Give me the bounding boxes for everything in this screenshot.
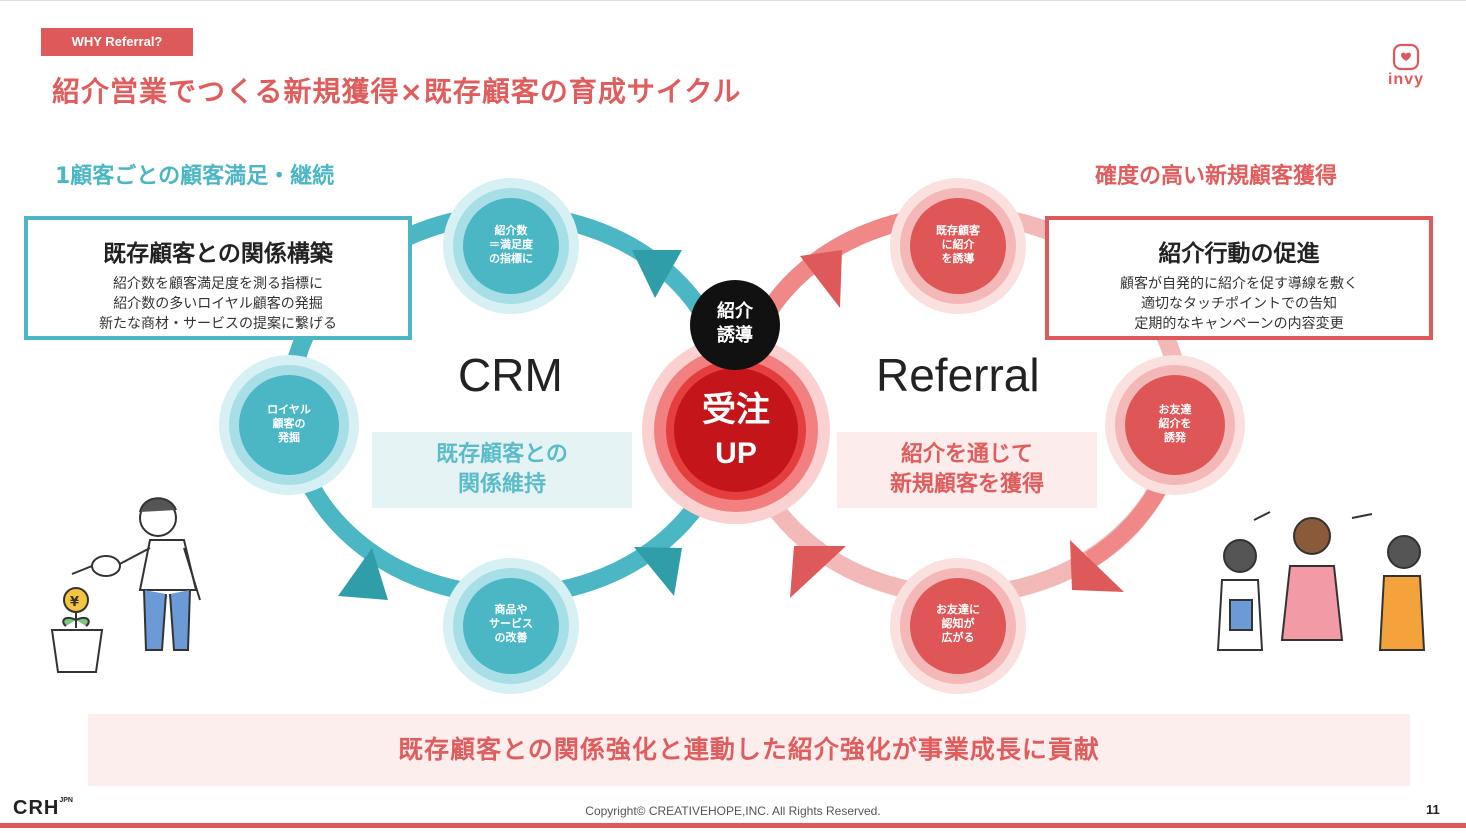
existing-relationship-box: 既存顧客との関係構築 紹介数を顧客満足度を測る指標に 紹介数の多いロイヤル顧客の… [24,216,412,340]
referral-node-top-label: 既存顧客に紹介を誘導 [936,224,980,265]
referral-node-right-label: お友達紹介を誘発 [1158,403,1192,444]
referral-arrow-bottom [790,546,846,598]
top-divider [0,0,1466,1]
crm-label: CRM [458,349,563,401]
yen-icon: ¥ [70,595,79,610]
slide-title: 紹介営業でつくる新規獲得×既存顧客の育成サイクル [52,75,742,108]
crm-node-top [443,178,579,314]
box-line: 適切なタッチポイントでの告知 [1141,296,1337,312]
order-up-label: 受注 UP [702,390,770,470]
summary-banner: 既存顧客との関係強化と連動した紹介強化が事業成長に貢献 [88,714,1410,786]
referral-goal-tile: 紹介を通じて新規顧客を獲得 [837,432,1097,508]
referral-subtitle: 確度の高い新規顧客獲得 [1095,164,1338,189]
box-line: 紹介数を顧客満足度を測る指標に [113,276,323,292]
crm-arrow-bottom-left [338,548,388,600]
page-number: 11 [1426,802,1440,817]
invy-logo [1382,42,1430,94]
box-line: 顧客が自発的に紹介を促す導線を敷く [1120,276,1358,292]
people-talking-illustration [1216,511,1426,651]
crm-goal-tile: 既存顧客との関係維持 [372,432,632,508]
referral-node-top [890,178,1026,314]
crm-node-left [219,355,359,495]
referral-promotion-title: 紹介行動の促進 [1158,241,1320,267]
crm-node-left-label: ロイヤル顧客の発掘 [267,403,311,444]
referral-arrow-right [1070,540,1124,592]
referral-label: Referral [876,349,1040,401]
box-line: 新たな商材・サービスの提案に繋げる [99,316,337,332]
referral-node-bottom-label: お友達に認知が広がる [936,603,980,644]
box-line: 紹介数の多いロイヤル顧客の発掘 [113,296,323,312]
center-order-up-circle [642,336,830,524]
crm-node-bottom [443,558,579,694]
crm-arrow-bottom-right [634,547,682,596]
crm-node-top-label: 紹介数＝満足度の指標に [489,224,533,265]
person-watering-illustration [50,497,201,673]
referral-arrow-top [800,250,842,308]
crh-logo: CRHJPN [13,797,73,819]
referral-node-bottom [890,558,1026,694]
referral-induction-badge: 紹介誘導 [690,280,780,370]
crm-node-bottom-label: 商品やサービスの改善 [489,603,533,644]
referral-promotion-box: 紹介行動の促進 顧客が自発的に紹介を促す導線を敷く 適切なタッチポイントでの告知… [1045,216,1433,340]
crm-arrow-top [632,250,682,298]
referral-node-right [1105,355,1245,495]
copyright-text: Copyright© CREATIVEHOPE,INC. All Rights … [585,804,881,818]
section-tag: WHY Referral? [41,28,193,56]
existing-relationship-title: 既存顧客との関係構築 [103,241,333,267]
heart-chat-icon [1392,43,1420,71]
logo-text: invy [1387,71,1424,88]
crm-subtitle: 1顧客ごとの顧客満足・継続 [55,164,335,189]
box-line: 定期的なキャンペーンの内容変更 [1134,316,1344,332]
bottom-accent-bar [0,823,1466,828]
